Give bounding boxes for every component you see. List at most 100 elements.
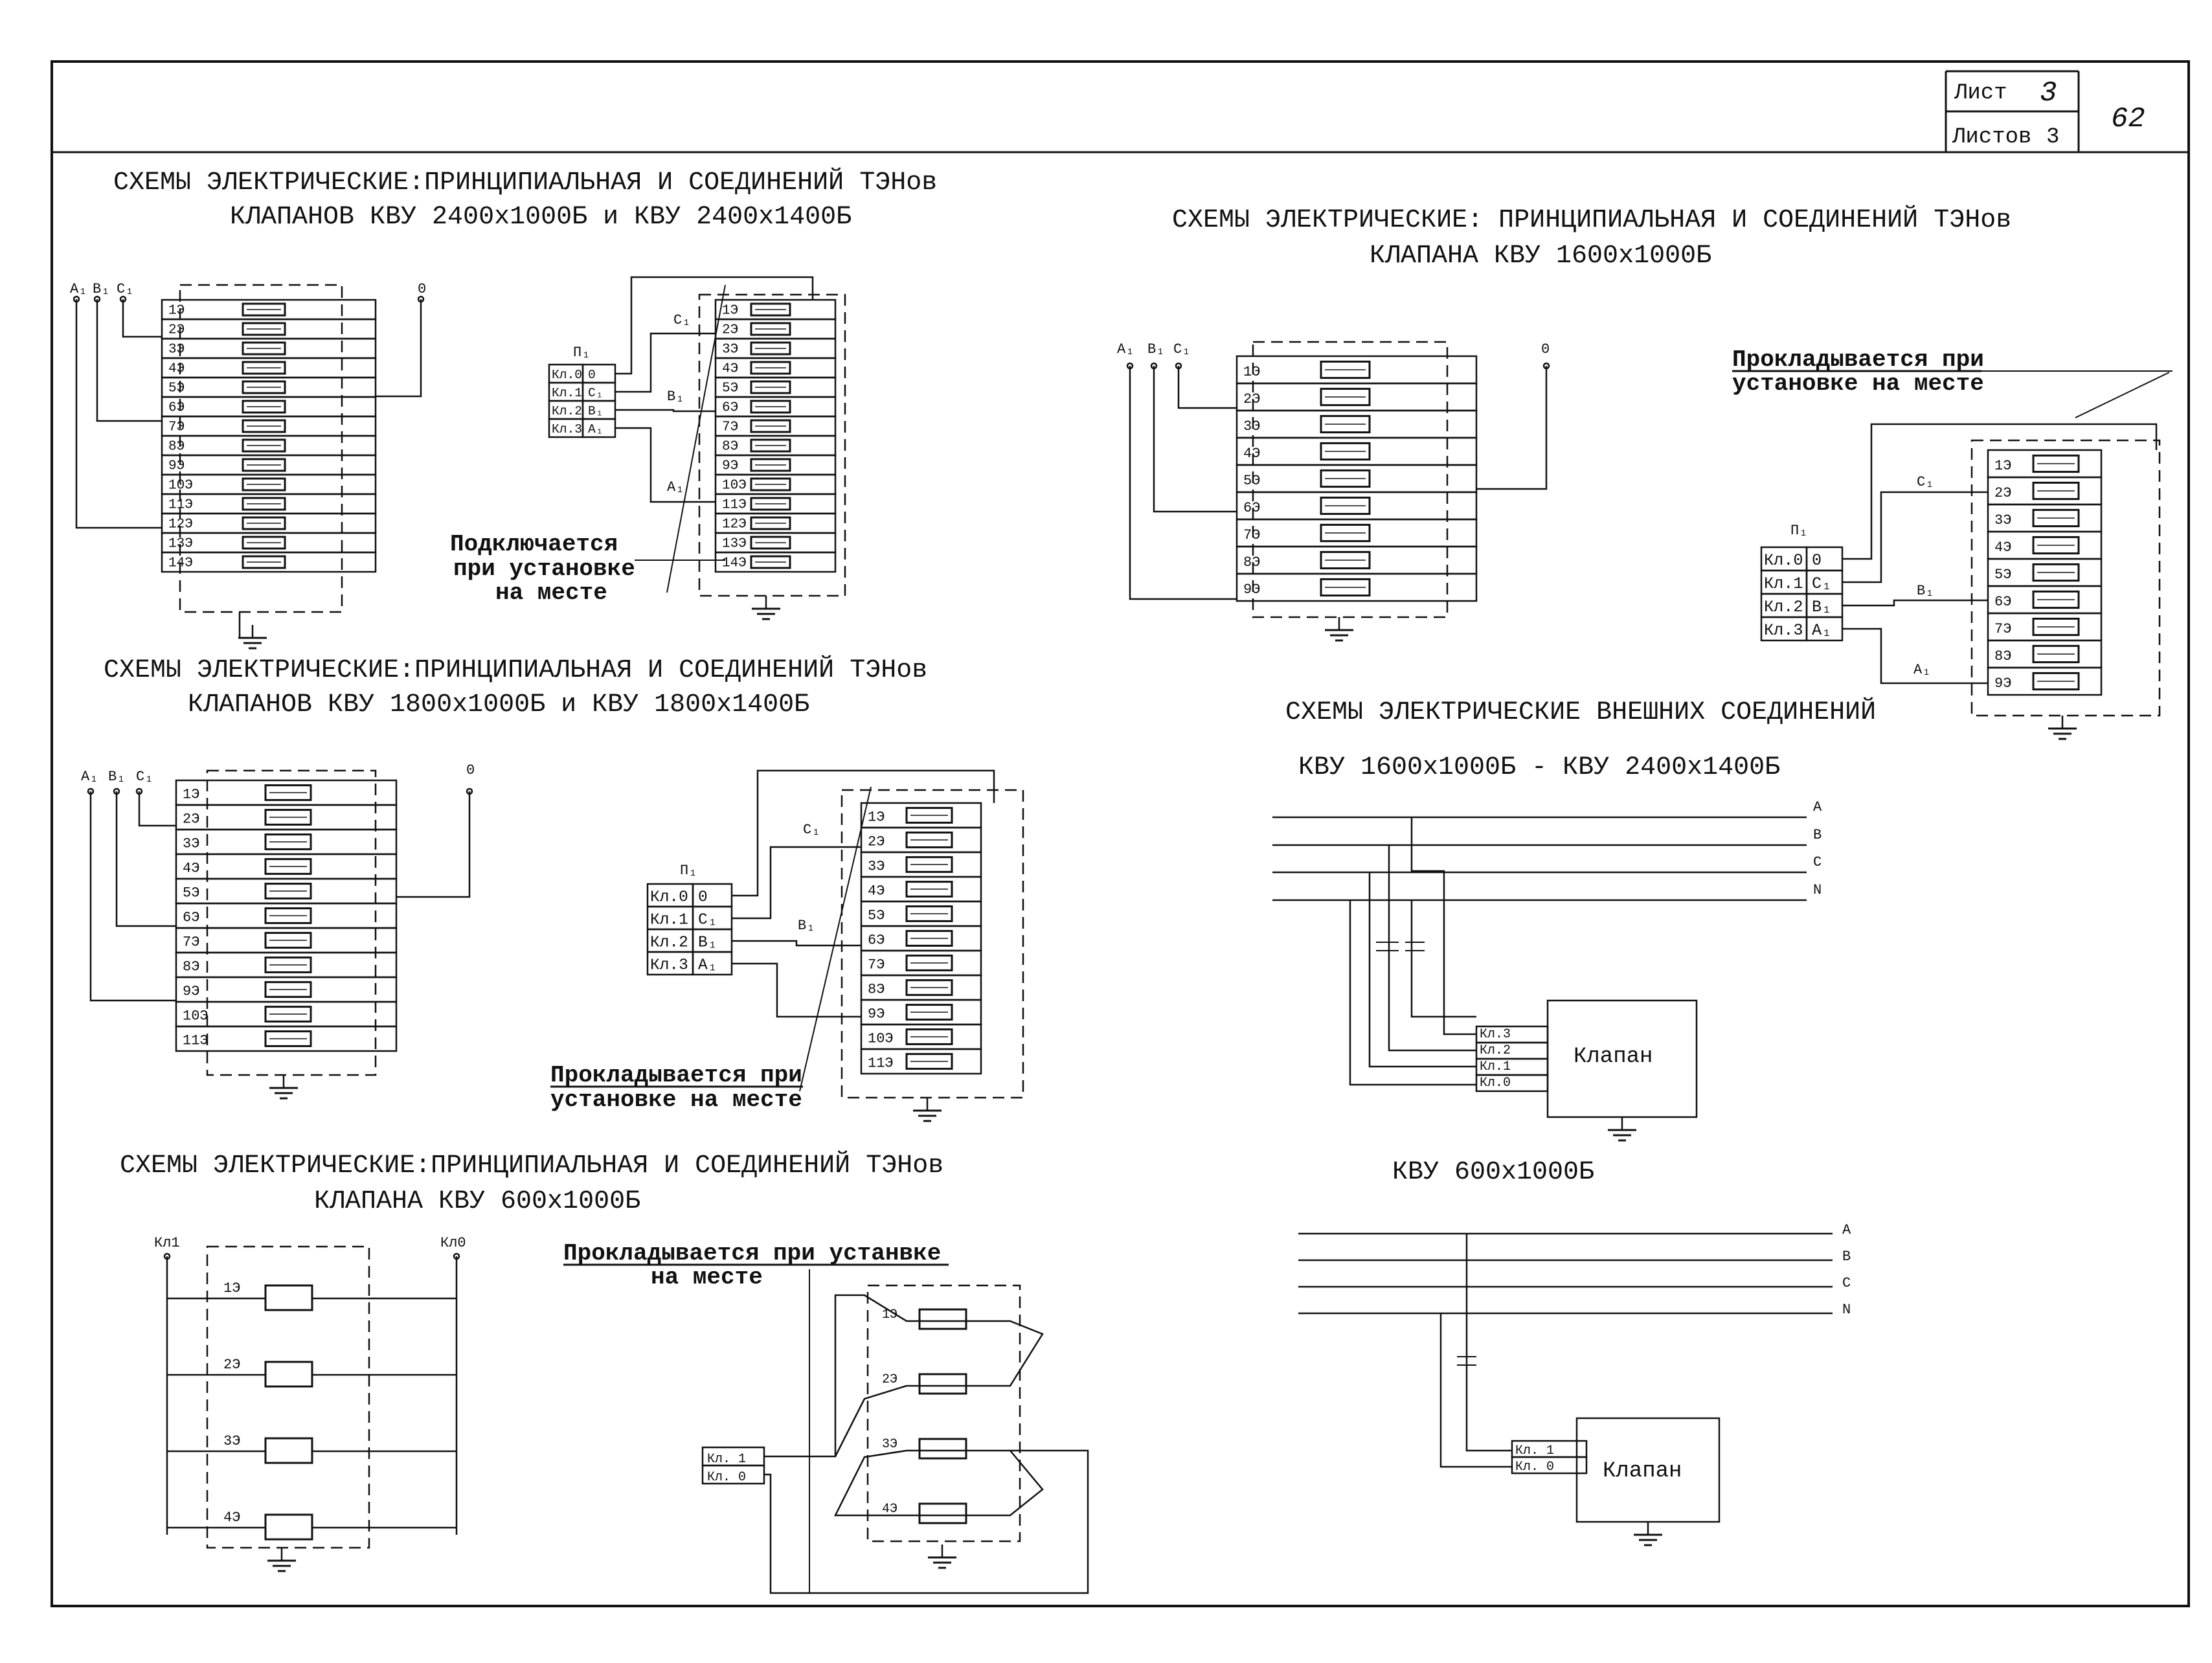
bus-b-label: B	[1842, 1249, 1851, 1265]
heater-element	[2032, 644, 2080, 664]
heater-element	[750, 555, 791, 569]
bus-n-label: N	[1842, 1302, 1851, 1318]
h1800c-label: 2Э	[868, 833, 885, 850]
heater-element	[2032, 563, 2080, 582]
valve-kl3: Кл.3	[1480, 1027, 1511, 1042]
h1800p-label: 9Э	[183, 983, 199, 999]
wire	[1129, 366, 1237, 600]
heater-element	[905, 832, 953, 848]
heater-element	[264, 1361, 313, 1388]
title-3a: СХЕМЫ ЭЛЕКТРИЧЕСКИЕ:ПРИНЦИПИАЛЬНАЯ И СОЕ…	[104, 655, 927, 685]
title-4c: КВУ 600х1000Б	[1392, 1158, 1594, 1187]
h1600c-label: 2Э	[1994, 485, 2011, 501]
heater-element	[264, 858, 312, 875]
h2400c-label: 7Э	[722, 420, 738, 435]
label-c1: C₁	[136, 769, 153, 785]
h1800p-label: 11Э	[183, 1032, 209, 1048]
heater-element	[905, 1028, 953, 1045]
enclosure-600-principal	[206, 1245, 370, 1549]
h2400p-label: 12Э	[168, 517, 193, 532]
h1800c-label: 8Э	[868, 981, 885, 997]
enclosure-1600-principal	[1252, 341, 1449, 618]
h2400c-label: 10Э	[722, 479, 747, 493]
h1800c-label: 9Э	[868, 1006, 885, 1022]
heater-element	[918, 1373, 967, 1395]
sheet-frame	[51, 60, 2190, 1607]
bus-labels: A B C N A B C N	[1813, 799, 1851, 1318]
heater-element	[1320, 414, 1371, 434]
heater-element	[905, 807, 953, 824]
stamp-sheet-no: 3	[2040, 77, 2057, 109]
label-c1: C₁	[1173, 341, 1190, 357]
heater-element	[264, 1284, 313, 1311]
heater-element	[750, 322, 791, 336]
h600p-label: 4Э	[223, 1510, 240, 1526]
heater-element	[750, 438, 791, 453]
title-3b: КЛАПАНОВ КВУ 1800х1000Б и КВУ 1800х1400Б	[188, 690, 809, 719]
stamp-sheets-no: 3	[2046, 125, 2059, 150]
wire	[732, 940, 861, 947]
circuit-drawings: 1Э2Э3Э4Э5Э6Э7Э8Э9Э10Э11Э12Э13Э14Э1Э2Э3Э4…	[73, 276, 2172, 1594]
terminal-labels: A₁ B₁ C₁ 0 A₁ B₁ C₁ 0 A₁ B₁ C₁ 0 Кл1 Кл0…	[70, 281, 1934, 1251]
p1800-kl-label: Кл.1	[650, 911, 688, 929]
wire	[75, 299, 162, 529]
wire	[122, 299, 162, 338]
heater-element	[242, 477, 286, 492]
bus-a-label: A	[1813, 799, 1822, 815]
label-a1: A₁	[1117, 341, 1134, 357]
wire	[1842, 491, 1988, 583]
label-a1: A₁	[81, 769, 98, 785]
heater-element	[905, 1004, 953, 1021]
h2400p-label: 2Э	[168, 323, 185, 338]
h2400c-label: 3Э	[722, 343, 738, 357]
h1800c-label: 1Э	[868, 809, 885, 825]
h2400p-label: 6Э	[168, 401, 185, 416]
h1800p-label: 2Э	[183, 811, 199, 827]
h2400p-cell	[161, 551, 377, 573]
p1800-phase-label: B₁	[698, 934, 717, 951]
heater-element	[1320, 550, 1371, 570]
h600c-label: 2Э	[882, 1372, 897, 1387]
heater-element	[750, 380, 791, 394]
p1600-phase-label: A₁	[1812, 621, 1831, 640]
h2400p-label: 14Э	[168, 556, 193, 571]
label-b1: B₁	[798, 918, 815, 934]
heater-element	[1320, 469, 1371, 488]
h1600c-label: 9Э	[1994, 675, 2011, 692]
wire	[615, 427, 716, 503]
h600p-label: 2Э	[223, 1357, 240, 1373]
stamp-sheet-label: Лист	[1954, 81, 2007, 106]
h1600p-label: 4Э	[1243, 446, 1260, 462]
heater-element	[905, 979, 953, 996]
h600c-label: 1Э	[882, 1307, 897, 1322]
heater-element	[905, 905, 953, 922]
bus-a-label: A	[1842, 1222, 1851, 1238]
wire	[1842, 423, 2158, 560]
note-connect-3: на месте	[495, 580, 607, 606]
heater-element	[264, 809, 312, 826]
note-connect-2: при установке	[453, 556, 635, 582]
h2400c-label: 9Э	[722, 459, 738, 474]
heater-element	[242, 419, 286, 433]
h2400c-cell	[714, 551, 837, 573]
h2400c-label: 13Э	[722, 537, 747, 552]
heater-element	[242, 438, 286, 453]
h2400c-label: 14Э	[722, 556, 747, 571]
valve-kl0: Кл.0	[1480, 1076, 1511, 1091]
enclosure-2400-connections	[698, 293, 846, 597]
p1800-kl-label: Кл.3	[650, 956, 688, 974]
heater-element	[242, 302, 286, 317]
heater-element	[264, 833, 312, 850]
h1800p-label: 4Э	[183, 860, 199, 876]
h2400p-label: 5Э	[168, 381, 185, 396]
note-lay-2: установке на месте	[1732, 370, 1984, 397]
wire	[1410, 817, 1476, 1035]
enclosure-600-connections	[866, 1284, 1021, 1543]
heater-element	[1320, 360, 1371, 379]
wire	[1177, 366, 1237, 409]
h1800p-cell	[175, 1025, 398, 1052]
p1600-phase-label: C₁	[1812, 574, 1831, 593]
h2400c-label: 4Э	[722, 362, 738, 377]
p1600-kl-label: Кл.0	[1764, 551, 1803, 570]
valve-labels: Клапан Кл.3 Кл.2 Кл.1 Кл.0 Клапан Кл. 1 …	[1480, 1027, 1682, 1484]
